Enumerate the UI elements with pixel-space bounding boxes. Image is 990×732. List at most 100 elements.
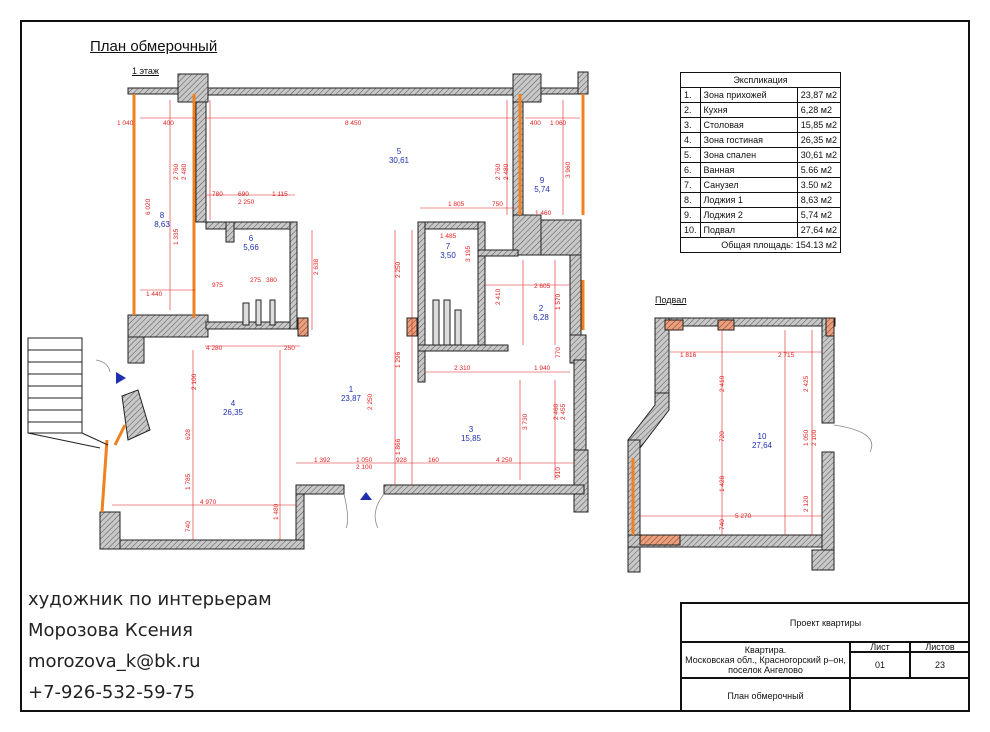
room-area: 15,85 [461,434,482,443]
dim-label: 1 485 [440,233,457,240]
dim-label: 2 760 [495,163,502,180]
title-block: Проект квартиры Квартира. Московская обл… [680,602,970,712]
dim-label: 750 [492,201,503,208]
room-area: 5,66 [243,243,259,252]
dim-label: 2 250 [238,199,255,206]
designer-phone: +7-926-532-59-75 [28,682,196,703]
room-area: 5,74 [534,185,550,194]
room-area: 27,64 [752,441,773,450]
dim-label: 2 100 [356,464,373,471]
stamp-sheet-label: Лист [850,642,910,652]
dim-label: 2 480 [181,163,188,180]
room-number: 2 [539,304,544,313]
stamp-address: Квартира. Московская обл., Красногорский… [682,642,850,678]
dim-label: 4 970 [200,499,217,506]
dim-label: 6 020 [145,198,152,215]
dim-label: 1 440 [146,291,163,298]
dim-label: 1 816 [680,352,697,359]
floor1-label: 1 этаж [132,66,159,76]
stamp-empty-cell [850,678,970,712]
entrance-markers [116,372,372,500]
basement-dimension-lines [640,330,822,535]
dim-label: 2 250 [395,261,402,278]
dim-label: 380 [266,277,277,284]
dimension-labels: 8 450 1 040 400 400 1 060 780 690 1 115 … [117,120,795,520]
room-number: 1 [349,385,354,394]
room-number: 6 [249,234,254,243]
dim-label: 5 270 [735,513,752,520]
dim-label: 1 050 [356,457,373,464]
dim-label: 690 [238,191,249,198]
dim-label: 3 960 [565,161,572,178]
dim-label: 2 100 [811,429,818,446]
dim-label: 1 570 [555,293,562,310]
dim-label: 720 [719,431,726,442]
dim-label: 1 392 [314,457,331,464]
dim-label: 160 [428,457,439,464]
room-number: 7 [446,242,451,251]
dim-label: 3 195 [465,245,472,262]
dim-label: 910 [555,467,562,478]
stamp-project: Проект квартиры [682,604,970,642]
dim-label: 1 115 [272,191,288,198]
stamp-address-line3: поселок Ангелово [728,665,803,675]
windows [100,94,585,513]
dim-label: 770 [555,347,562,358]
room-area: 6,28 [533,313,549,322]
room-area: 26,35 [223,408,244,417]
room-number: 8 [160,211,165,220]
room-number: 4 [231,399,236,408]
dim-label: 2 715 [778,352,795,359]
dim-label: 2 100 [191,373,198,390]
staircase [27,337,109,449]
dim-label: 1 480 [273,503,280,520]
door-arcs [95,359,385,529]
basement-label: Подвал [655,295,687,305]
dim-label: 8 450 [345,120,362,127]
stamp-sheets-total: 23 [910,652,970,678]
dim-label: 3 730 [522,413,529,430]
room-number: 10 [758,432,767,441]
dim-label: 400 [530,120,541,127]
vertical-dimension-labels: 2 760 2 480 6 020 1 335 2 638 2 760 2 48… [145,161,818,532]
dim-label: 2 605 [534,283,551,290]
dim-label: 1 460 [535,210,552,217]
dim-label: 2 638 [313,258,320,275]
designer-name: Морозова Ксения [28,620,193,641]
dim-label: 2 250 [367,393,374,410]
dim-label: 928 [396,457,407,464]
dim-label: 1 335 [173,228,180,245]
dim-label: 975 [212,282,223,289]
room-area: 30,61 [389,156,410,165]
room-area: 8,63 [154,220,170,229]
basement-door-arc [833,424,873,453]
room-number: 3 [469,425,474,434]
dim-label: 4 280 [206,345,223,352]
dim-label: 1 785 [185,473,192,490]
dim-label: 2 120 [803,495,810,512]
dim-label: 275 [250,277,261,284]
floor1-walls [99,71,589,550]
dim-label: 1 040 [117,120,134,127]
total-row: Общая площадь: 154.13 м2 [680,237,841,253]
dim-label: 628 [185,429,192,440]
dim-label: 2 455 [560,403,567,420]
room-number: 5 [397,147,402,156]
dim-label: 2 310 [454,365,471,372]
stamp-sheets-label: Листов [910,642,970,652]
dim-label: 1 428 [719,475,726,492]
dim-label: 1 060 [550,120,567,127]
designer-contacts: художник по интерьерам Морозова Ксения m… [28,584,272,708]
drawing-frame [20,20,970,712]
dim-label: 780 [212,191,223,198]
dimension-lines [112,100,580,540]
room-area: 23,87 [341,394,362,403]
